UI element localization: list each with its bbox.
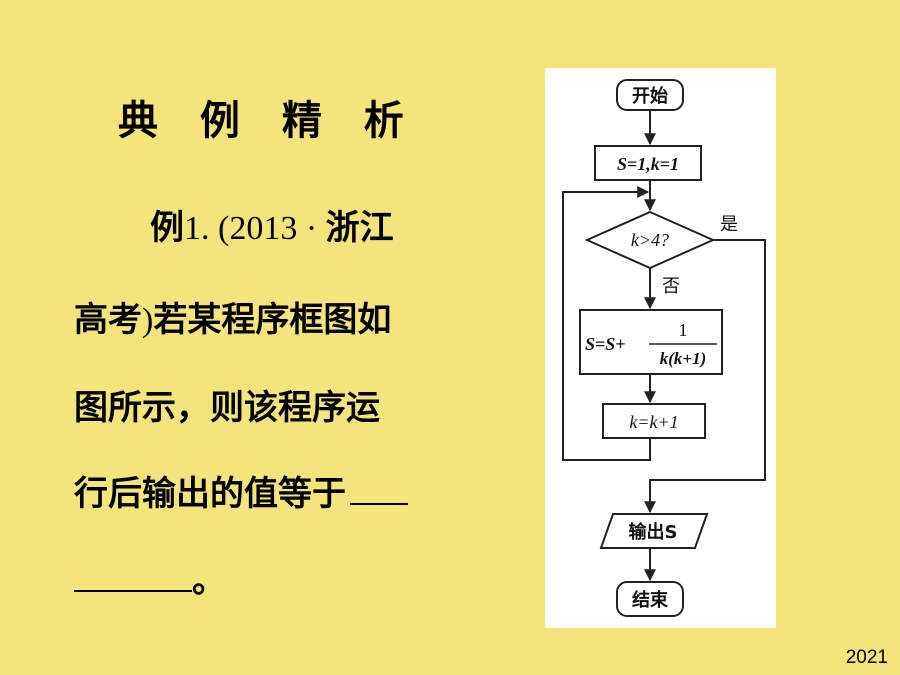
init-label: S=1,k=1 xyxy=(617,154,679,174)
flowchart-panel: 开始 S=1,k=1 k>4? 是 否 S=S+ 1 k(k+1) k=k+1 … xyxy=(545,68,776,628)
no-label: 否 xyxy=(662,276,680,297)
start-label: 开始 xyxy=(632,85,668,107)
example-number: 1. (2013 · xyxy=(184,210,326,247)
page-number: 2021 xyxy=(845,647,888,668)
end-node xyxy=(616,581,684,617)
problem-line-5: 。 xyxy=(74,553,226,602)
problem-line-1: 例1. (2013 · 浙江 xyxy=(150,200,394,249)
problem-text-4: 行后输出的值等于 xyxy=(74,474,346,514)
problem-line-2: 高考)若某程序框图如 xyxy=(74,292,391,341)
problem-line-3: 图所示，则该程序运 xyxy=(74,388,380,428)
closing-paren: ) xyxy=(142,302,154,339)
yes-branch-line xyxy=(644,239,766,514)
exam-source-2: 高考 xyxy=(74,300,142,340)
answer-blank-part1 xyxy=(350,475,408,505)
problem-line-4: 行后输出的值等于 xyxy=(74,466,408,515)
assign-prefix: S=S+ xyxy=(585,334,626,354)
answer-blank-part2 xyxy=(74,562,192,592)
assign-numerator: 1 xyxy=(679,320,688,340)
yes-label: 是 xyxy=(720,214,738,235)
period-mark: 。 xyxy=(192,561,226,601)
problem-text-2: 若某程序框图如 xyxy=(153,300,392,340)
assign-denominator: k(k+1) xyxy=(660,349,707,368)
flowchart-diagram: 开始 S=1,k=1 k>4? 是 否 S=S+ 1 k(k+1) k=k+1 … xyxy=(562,79,766,617)
slide-title: 典 例 精 析 xyxy=(118,98,418,144)
increment-label: k=k+1 xyxy=(629,412,678,432)
exam-source: 浙江 xyxy=(325,208,394,248)
output-label: 输出S xyxy=(629,521,678,543)
loop-back-line xyxy=(562,186,651,461)
decision-label: k>4? xyxy=(631,230,669,250)
end-label: 结束 xyxy=(632,589,669,611)
init-box xyxy=(594,145,702,181)
example-label: 例 xyxy=(150,208,184,248)
increment-box xyxy=(602,403,706,439)
output-parallelogram xyxy=(599,513,709,549)
